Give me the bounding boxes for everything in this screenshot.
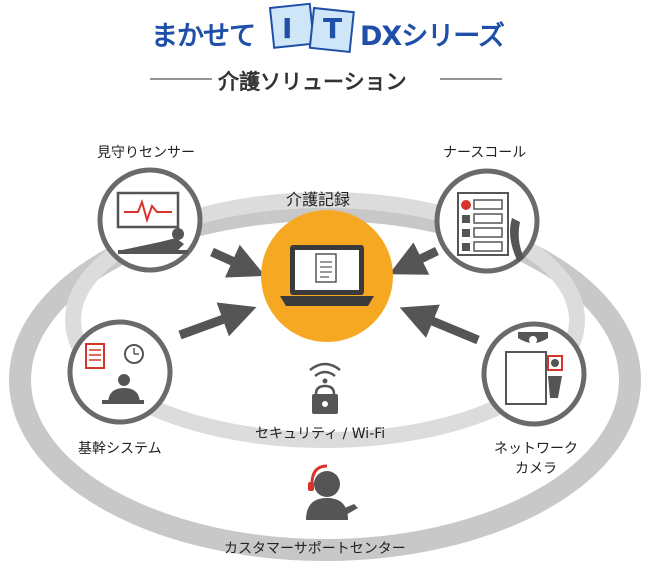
brand-letter-t: T	[323, 12, 343, 45]
brand-suffix: DXシリーズ	[360, 21, 505, 52]
subtitle: 介護ソリューション	[218, 70, 407, 94]
laptop-document-icon	[280, 245, 374, 306]
security-camera-icon	[505, 332, 563, 405]
arrow-camera	[399, 304, 480, 345]
arrow-sensor	[210, 244, 266, 278]
arrow-nurse-call	[389, 242, 439, 275]
camera-label-line1: ネットワーク	[494, 441, 578, 457]
support-agent-icon	[306, 464, 358, 520]
outer-ring	[9, 199, 641, 561]
camera-label-line2: カメラ	[515, 461, 557, 477]
core-system-node	[67, 319, 173, 425]
support-label: カスタマーサポートセンター	[224, 541, 406, 557]
sensor-label: 見守りセンサー	[97, 145, 195, 161]
arrow-core-system	[178, 302, 257, 340]
core-system-label: 基幹システム	[78, 441, 162, 457]
brand-tile-t	[308, 6, 355, 54]
nurse-call-label: ナースコール	[443, 145, 527, 161]
nurse-call-panel-icon	[457, 192, 524, 262]
brand-letter-i: I	[282, 12, 293, 45]
brand-prefix: まかせて	[151, 21, 256, 52]
office-worker-icon	[85, 343, 144, 404]
security-label: セキュリティ / Wi-Fi	[255, 426, 386, 442]
inner-ring	[65, 192, 585, 448]
wifi-lock-icon	[309, 362, 341, 414]
center-label: 介護記録	[286, 190, 351, 209]
bed-monitor-icon	[116, 191, 188, 254]
